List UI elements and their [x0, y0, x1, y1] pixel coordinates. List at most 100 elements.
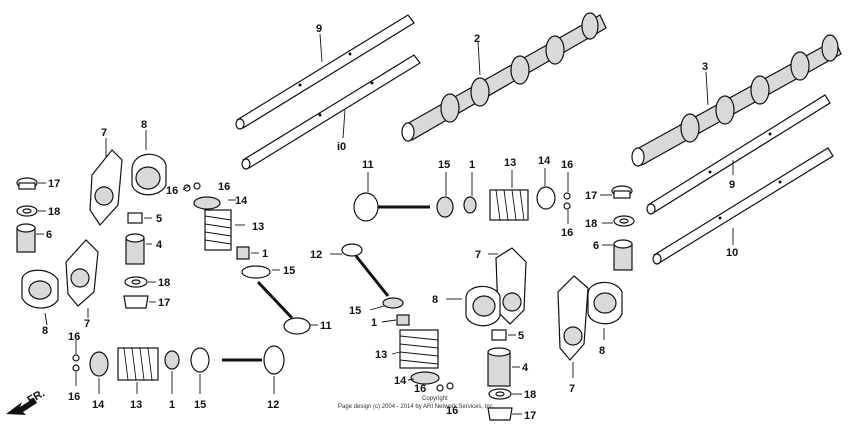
camshaft-2: [401, 12, 607, 142]
callout-17: 17: [158, 297, 170, 309]
rocker-shaft-10-upper: [241, 54, 421, 170]
rocker-arm-7-far-right: [557, 275, 589, 361]
keeper-16-center: [183, 182, 201, 192]
retainer-14-center: [193, 196, 221, 210]
callout-8: 8: [141, 119, 147, 131]
front-label: FR.: [26, 387, 47, 406]
callout-8: 8: [432, 294, 438, 306]
rocker-arm-8-lower-left: [21, 269, 59, 309]
callout-8: 8: [42, 325, 48, 337]
callout-9: 9: [316, 23, 322, 35]
callout-16: 16: [68, 391, 80, 403]
callout-2: 2: [474, 33, 480, 45]
callout-16: 16: [68, 331, 80, 343]
seat-15-middle: [436, 196, 454, 218]
front-arrow-icon: [6, 398, 37, 415]
valve-12-middle: [341, 243, 390, 297]
retainer-17-far-right: [611, 185, 633, 199]
seat-15-bottom-left: [190, 347, 210, 373]
callout-15: 15: [283, 265, 295, 277]
callout-1: 1: [169, 399, 175, 411]
callout-12: 12: [267, 399, 279, 411]
callout-14: 14: [92, 399, 105, 411]
retainer-14-bottom-left: [89, 351, 109, 377]
washer-18-left: [16, 205, 38, 217]
callout-4: 4: [522, 362, 529, 374]
seal-1-lower-middle: [396, 314, 410, 326]
callout-1: 1: [262, 248, 268, 260]
callout-17: 17: [585, 190, 597, 202]
callout-16: 16: [414, 383, 426, 395]
seat-15-center: [241, 265, 271, 279]
callout-17: 17: [524, 410, 536, 422]
callout-10: i0: [337, 141, 346, 153]
retainer-17-right: [487, 407, 513, 421]
cap-5-right: [491, 329, 507, 341]
callout-12: 12: [310, 249, 322, 261]
copyright-text: Page design (c) 2004 - 2014 by ARI Netwo…: [338, 404, 495, 410]
retainer-17-left: [16, 177, 38, 190]
callout-7: 7: [569, 383, 575, 395]
valve-12-bottom-left: [222, 345, 285, 375]
rocker-arm-8-far-right: [587, 281, 623, 325]
lifter-4-left: [125, 233, 145, 265]
callout-16: 16: [166, 185, 178, 197]
washer-18-center: [124, 276, 148, 288]
retainer-14-lower-middle: [410, 371, 440, 385]
callout-14: 14: [235, 195, 248, 207]
keeper-16-middle: [563, 192, 571, 210]
washer-18-far-right: [613, 215, 635, 227]
callout-3: 3: [702, 61, 708, 73]
spring-13-middle: [489, 189, 529, 221]
callout-14: 14: [538, 155, 551, 167]
retainer-14-middle: [536, 186, 556, 210]
spring-13-center: [204, 209, 232, 251]
rocker-shaft-9-upper: [235, 14, 415, 130]
callout-6: 6: [46, 229, 52, 241]
rocker-arm-7-upper-left: [89, 149, 123, 226]
spring-13-bottom-left: [117, 347, 159, 381]
callout-4: 4: [156, 239, 163, 251]
rocker-arm-7-right-upper: [495, 247, 527, 325]
callout-13: 13: [504, 157, 516, 169]
washer-18-right: [488, 388, 512, 400]
callout-16: 16: [218, 181, 230, 193]
callout-8: 8: [599, 345, 605, 357]
callout-11: 11: [320, 320, 332, 332]
callout-16: 16: [561, 159, 573, 171]
seal-1-center: [236, 246, 250, 260]
cap-5-left: [127, 212, 143, 224]
callout-9: 9: [729, 179, 735, 191]
callout-18: 18: [524, 389, 536, 401]
callout-11: 11: [362, 159, 374, 171]
callout-16: 16: [446, 405, 458, 417]
rocker-arm-7-lower-left: [65, 239, 99, 307]
callout-18: 18: [158, 277, 170, 289]
retainer-17-center: [123, 295, 149, 309]
callout-13: 13: [375, 349, 387, 361]
callout-13: 13: [252, 221, 264, 233]
seal-1-middle: [463, 196, 477, 214]
callout-1: 1: [371, 317, 377, 329]
callout-7: 7: [101, 127, 107, 139]
rocker-arm-8-upper-left: [131, 153, 167, 196]
keeper-16-bottom-left: [72, 354, 80, 372]
spring-13-lower-middle: [399, 329, 439, 369]
callout-7: 7: [84, 318, 90, 330]
lifter-4-right: [487, 347, 511, 387]
seal-1-bottom-left: [164, 350, 180, 370]
lash-adjuster-6-left: [16, 223, 36, 253]
callout-14: 14: [394, 375, 407, 387]
rocker-shaft-10-lower: [652, 147, 834, 265]
callout-16: 16: [561, 227, 573, 239]
callout-18: 18: [585, 218, 597, 230]
callout-7: 7: [475, 249, 481, 261]
callout-6: 6: [593, 240, 599, 252]
callout-10: 10: [726, 247, 738, 259]
copyright-title: Copyright: [422, 396, 448, 402]
callout-17: 17: [48, 178, 60, 190]
callout-15: 15: [194, 399, 206, 411]
lash-adjuster-6-far-right: [613, 239, 633, 271]
rocker-arm-8-right-upper: [465, 285, 501, 327]
